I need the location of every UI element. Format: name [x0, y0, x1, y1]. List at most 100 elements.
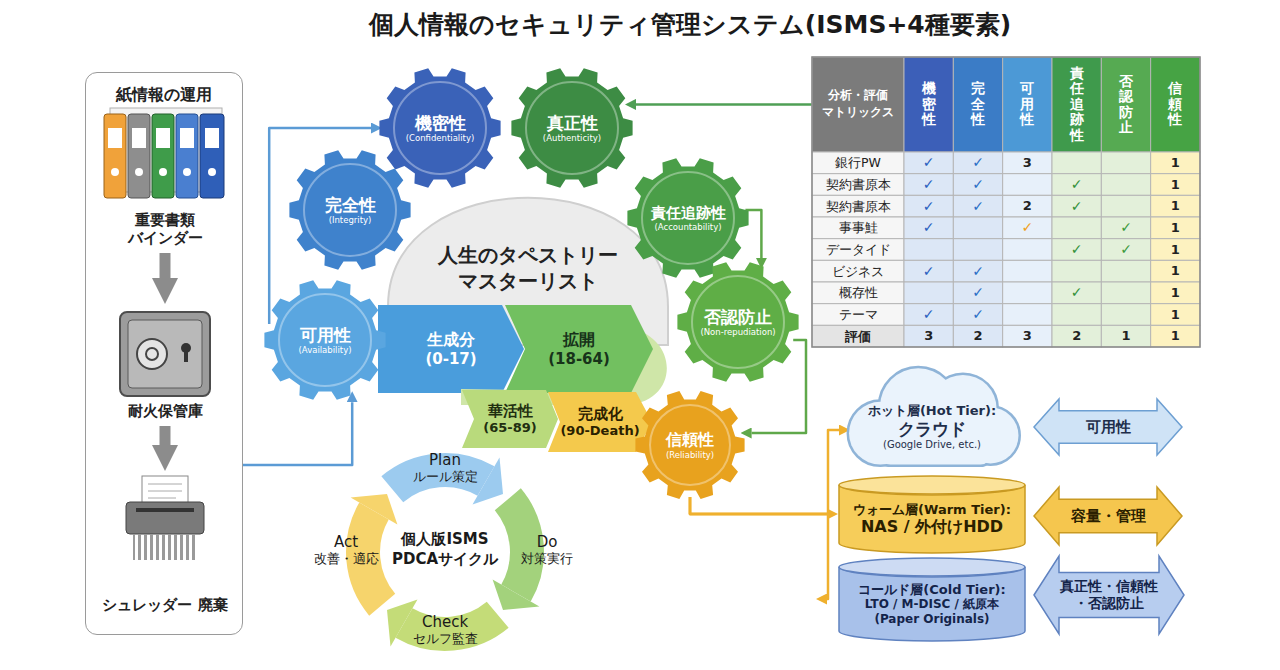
connector	[160, 426, 171, 445]
matrix-row-cell	[812, 217, 904, 239]
paper-line	[148, 498, 176, 499]
check-mark: ✓	[923, 219, 935, 236]
row-label: 評価	[845, 329, 871, 344]
matrix-cell-bg	[1101, 260, 1150, 282]
matrix-cell: 1	[1151, 304, 1200, 326]
binder-item: 重要書類 バインダー	[93, 105, 237, 251]
matrix-cell-bg	[953, 174, 1002, 196]
node-text: LTO / M-DISC / 紙原本(Paper Originals)	[852, 597, 1012, 626]
matrix-cell: ✓	[1052, 174, 1101, 196]
matrix-cell-bg	[1151, 217, 1200, 239]
matrix-cell-bg	[1003, 239, 1052, 261]
node-text: Check	[422, 613, 468, 631]
matrix-cell: 3	[1003, 152, 1052, 174]
node-text: (Authenticity)	[522, 133, 622, 143]
matrix-border	[812, 57, 1200, 347]
matrix-cell-bg	[1003, 304, 1052, 326]
column-header: 否認防止	[1119, 74, 1133, 136]
binder-label	[156, 128, 170, 148]
matrix-cell: 否認防止	[1101, 57, 1150, 152]
score-number: 1	[1171, 285, 1180, 301]
node-text: 完全性	[298, 195, 402, 215]
connector	[243, 402, 352, 465]
row-label: ビジネス	[832, 264, 884, 279]
matrix-row-cell	[812, 174, 904, 196]
matrix-cell: 1	[1151, 239, 1200, 261]
ribbon-segment	[505, 305, 653, 393]
matrix-cell: 契約書原本	[812, 174, 904, 196]
check-mark: ✓	[923, 306, 935, 323]
matrix-cell: ビジネス	[812, 260, 904, 282]
matrix-cell-bg	[904, 325, 953, 347]
matrix-cell: ✓	[953, 195, 1002, 217]
check-mark: ✓	[972, 284, 984, 301]
matrix-cell-bg	[904, 195, 953, 217]
score-number: 2	[1072, 328, 1081, 344]
node-text: コールド層(Cold Tier):	[858, 582, 1005, 598]
safe-dial-core	[146, 348, 158, 360]
node-text: 完成化	[578, 405, 623, 423]
node-text: 重要書類 バインダー	[97, 211, 233, 247]
matrix-cell-bg	[1003, 260, 1052, 282]
node-text: 真正性・信頼性・否認防止	[1058, 578, 1160, 612]
check-mark: ✓	[972, 263, 984, 280]
check-mark: ✓	[1071, 241, 1083, 258]
matrix-cell: 契約書原本	[812, 195, 904, 217]
matrix-cell-bg	[953, 195, 1002, 217]
matrix-cell-bg	[1101, 152, 1150, 174]
matrix-column-header	[953, 57, 1002, 152]
matrix-cell: ✓	[904, 304, 953, 326]
node-text: (0-17)	[425, 350, 476, 368]
matrix-cell-bg	[1003, 152, 1052, 174]
matrix-cell: ✓	[953, 260, 1002, 282]
matrix-cell-bg	[1052, 260, 1101, 282]
matrix-cell-bg	[1101, 239, 1150, 261]
score-number: 1	[1171, 242, 1180, 258]
score-number: 3	[1023, 328, 1032, 344]
matrix-cell: ✓	[904, 195, 953, 217]
column-header: 完全性	[971, 81, 985, 127]
score-number: 3	[1023, 155, 1032, 171]
ribbon-segment	[462, 390, 558, 448]
node-text: 可用性	[1086, 418, 1131, 436]
matrix-column-header	[904, 57, 953, 152]
matrix-cell-bg	[904, 260, 953, 282]
row-label: テーマ	[839, 307, 878, 322]
gear-outline	[289, 150, 410, 270]
cycle-arrowhead	[493, 580, 540, 611]
node-text: ウォーム層(Warm Tier):	[853, 502, 1011, 518]
matrix-cell-bg	[953, 217, 1002, 239]
binder-label	[180, 128, 194, 148]
matrix-cell: 2	[1052, 325, 1101, 347]
paper-line	[148, 484, 182, 485]
matrix-cell-bg	[904, 282, 953, 304]
node-text: Plan	[429, 451, 461, 469]
matrix-cell: ✓	[904, 152, 953, 174]
title-wrap: 個人情報のセキュリティ管理システム(ISMS+4種要素)	[0, 10, 1280, 40]
keyhole-slot	[184, 350, 188, 362]
gear-node: 信頼性(Reliability)	[634, 389, 746, 501]
matrix-cell: 3	[1003, 325, 1052, 347]
check-mark: ✓	[972, 154, 984, 171]
node-text: 華活性	[488, 402, 533, 420]
pdca-center: 個人版ISMS PDCAサイクル	[385, 524, 505, 578]
binder	[104, 114, 126, 198]
row-label: 契約書原本	[826, 177, 891, 192]
node-text: ルール策定	[413, 469, 478, 485]
matrix-cell: 2	[1003, 195, 1052, 217]
cold-tier-cylinder: コールド層(Cold Tier):LTO / M-DISC / 紙原本(Pape…	[838, 557, 1026, 641]
matrix-cell-bg	[1052, 325, 1101, 347]
matrix-cell: 事事鮭	[812, 217, 904, 239]
matrix-cell: ✓	[1101, 217, 1150, 239]
matrix-cell-bg	[1151, 282, 1200, 304]
binder-icon	[104, 108, 224, 198]
node-text: 可用性	[273, 325, 377, 345]
matrix-cell: ✓	[1052, 282, 1101, 304]
gear-outline	[264, 280, 385, 400]
row-label: データイド	[826, 242, 891, 257]
row-label: 事事鮭	[839, 220, 878, 235]
matrix-cell-bg	[1151, 260, 1200, 282]
node-text: 紙情報の運用	[116, 85, 212, 104]
binder	[176, 114, 198, 198]
matrix-cell: ✓	[953, 152, 1002, 174]
